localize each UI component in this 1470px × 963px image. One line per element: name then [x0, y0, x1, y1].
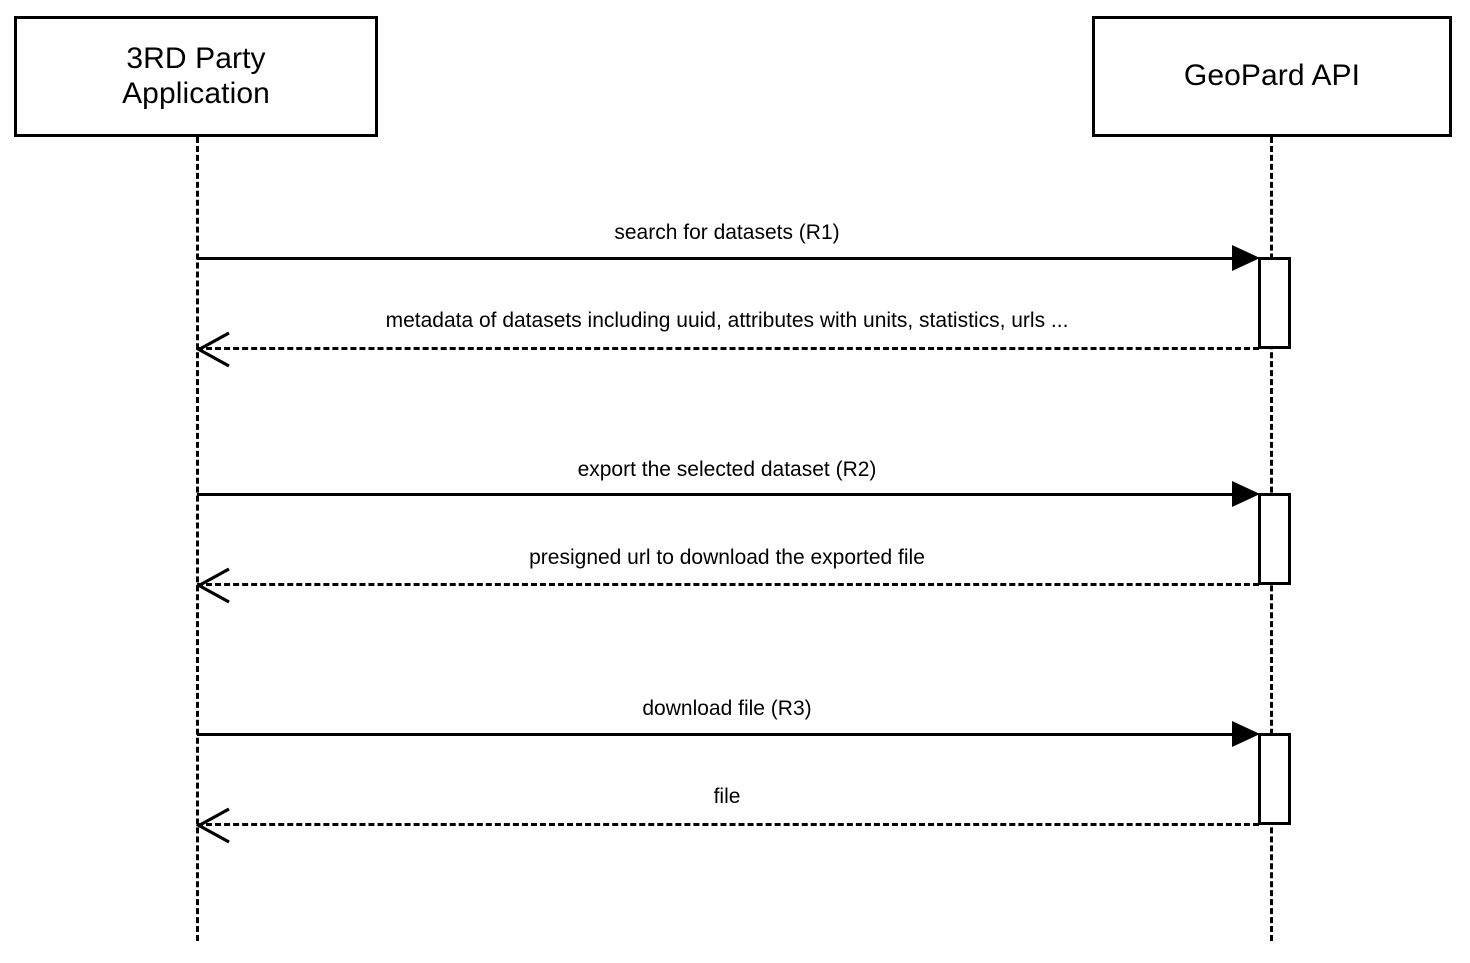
arrowhead-left-file [195, 807, 230, 844]
message-label-file: file [713, 785, 741, 808]
arrowhead-right-search-for-datasets [1232, 245, 1260, 271]
message-label-presigned-url: presigned url to download the exported f… [529, 546, 925, 569]
participant-box-geopard-api[interactable]: GeoPard API [1092, 16, 1452, 137]
activation-bar-3 [1258, 733, 1291, 825]
message-label-search-for-datasets: search for datasets (R1) [614, 221, 840, 244]
message-line-presigned-url [197, 583, 1259, 586]
message-line-file [197, 823, 1259, 826]
message-line-search-for-datasets [197, 257, 1235, 260]
message-line-metadata-of-datasets [197, 347, 1259, 350]
message-label-download-file: download file (R3) [642, 697, 812, 720]
message-line-export-selected-dataset [197, 493, 1235, 496]
arrowhead-right-export-selected-dataset [1232, 481, 1260, 507]
activation-bar-1 [1258, 257, 1291, 349]
participant-label-geopard-api: GeoPard API [1183, 59, 1361, 93]
message-line-download-file [197, 733, 1235, 736]
participant-label-third-party-application: 3RD Party Application [122, 42, 270, 110]
message-label-metadata-of-datasets: metadata of datasets including uuid, att… [385, 309, 1069, 332]
arrowhead-right-download-file [1232, 721, 1260, 747]
activation-bar-2 [1258, 493, 1291, 585]
message-label-export-selected-dataset: export the selected dataset (R2) [577, 458, 877, 481]
arrowhead-left-metadata-of-datasets [195, 331, 230, 368]
participant-box-third-party-application[interactable]: 3RD Party Application [14, 16, 378, 137]
lifeline-third-party-application [196, 137, 199, 941]
arrowhead-left-presigned-url [195, 567, 230, 604]
